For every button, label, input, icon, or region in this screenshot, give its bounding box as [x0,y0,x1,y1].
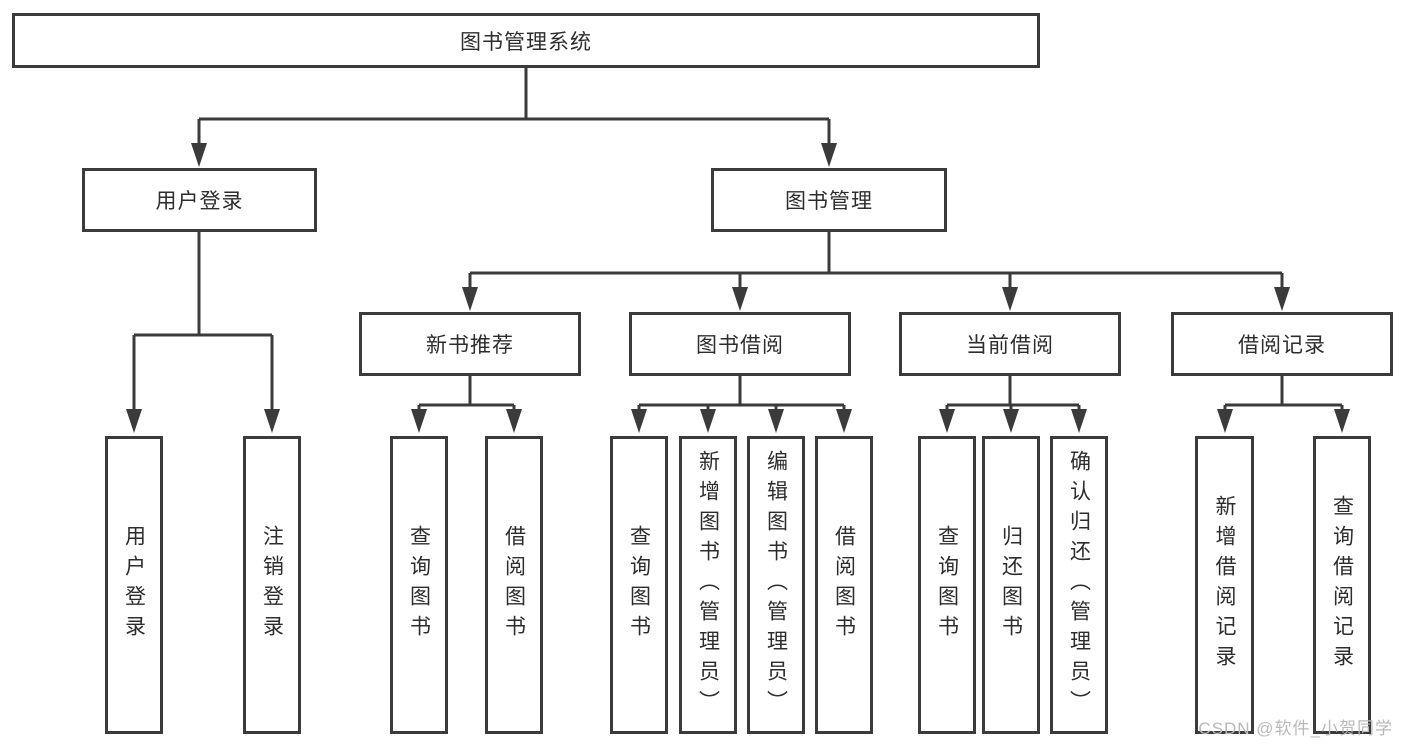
node-user-login: 用户登录 [82,168,317,232]
leaf-borrow-query-books: 查询图书 [610,436,668,734]
connector-user-login-to-leaves [132,231,274,412]
arrowheads-new-book-rec-leaves [411,409,522,433]
node-book-management: 图书管理 [711,168,947,232]
leaf-borrow-borrow-books: 借阅图书 [815,436,873,734]
connector-new-book-rec-to-leaves [417,375,516,412]
node-book-borrowing: 图书借阅 [629,312,851,376]
leaf-user-login: 用户登录 [105,436,163,734]
leaf-records-add-record: 新增借阅记录 [1195,436,1254,734]
node-root-system: 图书管理系统 [12,13,1040,68]
node-new-book-recommendation: 新书推荐 [359,312,581,376]
connector-book-mgmt-to-level2 [468,231,1284,289]
node-borrowing-records: 借阅记录 [1171,312,1393,376]
connector-current-borrow-to-leaves [945,375,1081,412]
leaf-rec-query-books: 查询图书 [390,436,448,734]
leaf-logout: 注销登录 [243,436,301,734]
arrowheads-level2 [462,287,1290,311]
leaf-borrow-add-books-admin: 新增图书（管理员） [679,436,737,734]
leaf-current-query-books: 查询图书 [918,436,976,734]
connector-root-to-level1 [197,67,831,146]
leaf-borrow-edit-books-admin: 编辑图书（管理员） [747,436,805,734]
node-current-borrowing: 当前借阅 [899,312,1121,376]
leaf-current-return-books: 归还图书 [982,436,1040,734]
leaf-records-query-record: 查询借阅记录 [1313,436,1371,734]
leaf-current-confirm-return-admin: 确认归还（管理员） [1050,436,1108,734]
arrowheads-book-borrow-leaves [631,409,852,433]
leaf-rec-borrow-books: 借阅图书 [485,436,543,734]
connector-borrow-records-to-leaves [1223,375,1344,412]
arrowheads-current-borrow-leaves [939,409,1087,433]
arrowheads-user-login-leaves [126,409,280,433]
csdn-watermark: CSDN @软件_小贺同学 [1198,719,1393,738]
arrowheads-level1 [191,143,837,167]
connector-book-borrow-to-leaves [637,375,846,412]
arrowheads-borrow-records-leaves [1217,409,1350,433]
